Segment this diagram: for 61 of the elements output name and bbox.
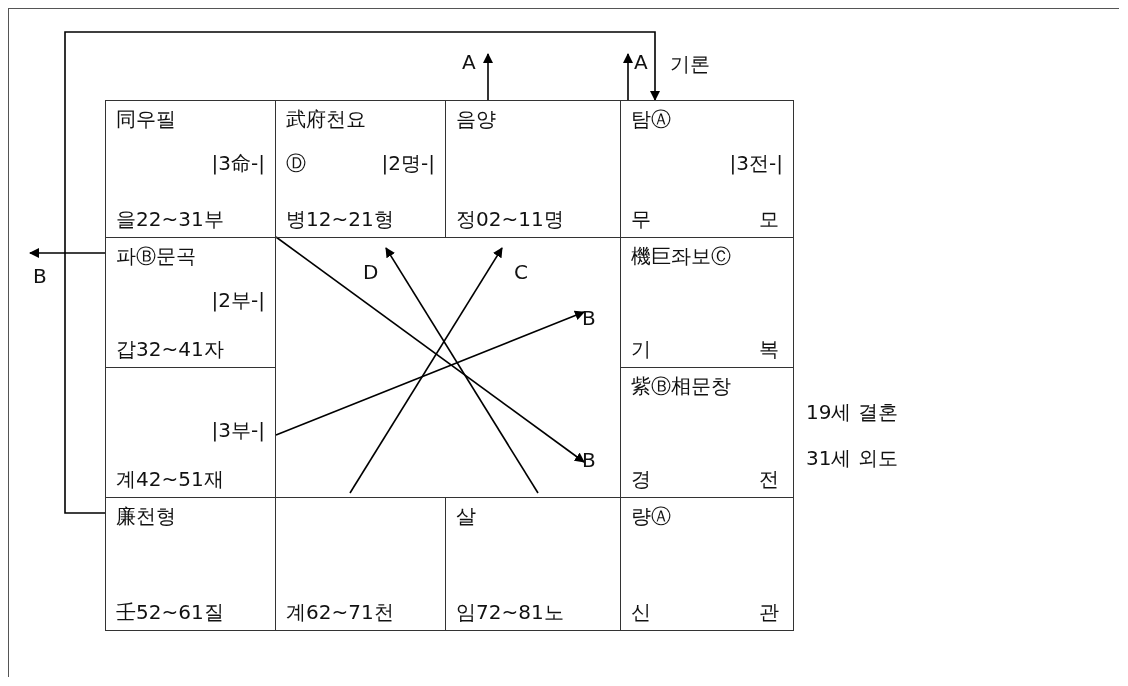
palace-cell — [445, 497, 621, 631]
cell-footer: 갑32~41자 — [116, 337, 224, 361]
cell-heading: 살 — [456, 504, 476, 528]
cell-heading: 탐Ⓐ — [631, 107, 671, 131]
cell-mark: Ⓓ — [286, 151, 306, 175]
cell-note: |2명-| — [381, 151, 435, 175]
palace-cell — [620, 237, 794, 368]
cell-footer: 기 — [631, 337, 651, 361]
cell-heading: 機巨좌보Ⓒ — [631, 244, 731, 268]
palace-cell — [275, 497, 446, 631]
palace-cell — [620, 497, 794, 631]
arrow — [349, 247, 503, 494]
arrow-label: A — [634, 50, 648, 74]
cell-footer: 관 — [759, 600, 779, 624]
cell-heading: 武府천요 — [286, 107, 366, 131]
cell-heading: 同우필 — [116, 107, 176, 131]
cell-footer: 壬52~61질 — [116, 600, 224, 624]
palace-cell — [105, 497, 276, 631]
palace-cell — [445, 100, 621, 238]
cell-footer: 임72~81노 — [456, 600, 564, 624]
note-text: 31세 외도 — [806, 446, 898, 470]
cell-footer: 전 — [759, 467, 779, 491]
cell-footer: 모 — [759, 207, 779, 231]
cell-heading: 음양 — [456, 107, 496, 131]
cell-note: |2부-| — [211, 288, 265, 312]
cell-note: |3전-| — [729, 151, 783, 175]
cell-footer: 병12~21형 — [286, 207, 394, 231]
cell-footer: 정02~11명 — [456, 207, 564, 231]
arrow — [385, 247, 539, 494]
cell-footer: 계42~51재 — [116, 467, 224, 491]
cell-footer: 복 — [759, 337, 779, 361]
palace-cell — [105, 367, 276, 498]
palace-cell — [275, 100, 446, 238]
cell-footer: 신 — [631, 600, 651, 624]
arrow-label: D — [363, 260, 379, 284]
arrow-label: A — [462, 50, 476, 74]
cell-heading: 紫Ⓑ相문창 — [631, 374, 731, 398]
cell-footer: 계62~71천 — [286, 600, 394, 624]
cell-heading: 廉천형 — [116, 504, 176, 528]
arrow — [275, 310, 585, 436]
palace-cell — [105, 100, 276, 238]
arrow — [623, 53, 633, 101]
arrow-label: C — [514, 260, 528, 284]
arrow — [64, 31, 660, 514]
note-text: 19세 결혼 — [806, 400, 898, 424]
cell-footer: 을22~31부 — [116, 207, 224, 231]
note-text: 기론 — [670, 52, 710, 76]
cell-heading: 량Ⓐ — [631, 504, 671, 528]
cell-note: |3命-| — [211, 151, 265, 175]
arrow — [29, 248, 106, 258]
cell-heading: 파Ⓑ문곡 — [116, 244, 196, 268]
cell-footer: 무 — [631, 207, 651, 231]
arrow-label: B — [582, 448, 596, 472]
cell-note: |3부-| — [211, 418, 265, 442]
arrow — [483, 53, 493, 101]
cell-footer: 경 — [631, 467, 651, 491]
palace-cell — [105, 237, 276, 368]
arrow-label: B — [582, 306, 596, 330]
palace-cell — [620, 100, 794, 238]
palace-cell — [620, 367, 794, 498]
arrow-label: B — [33, 264, 47, 288]
